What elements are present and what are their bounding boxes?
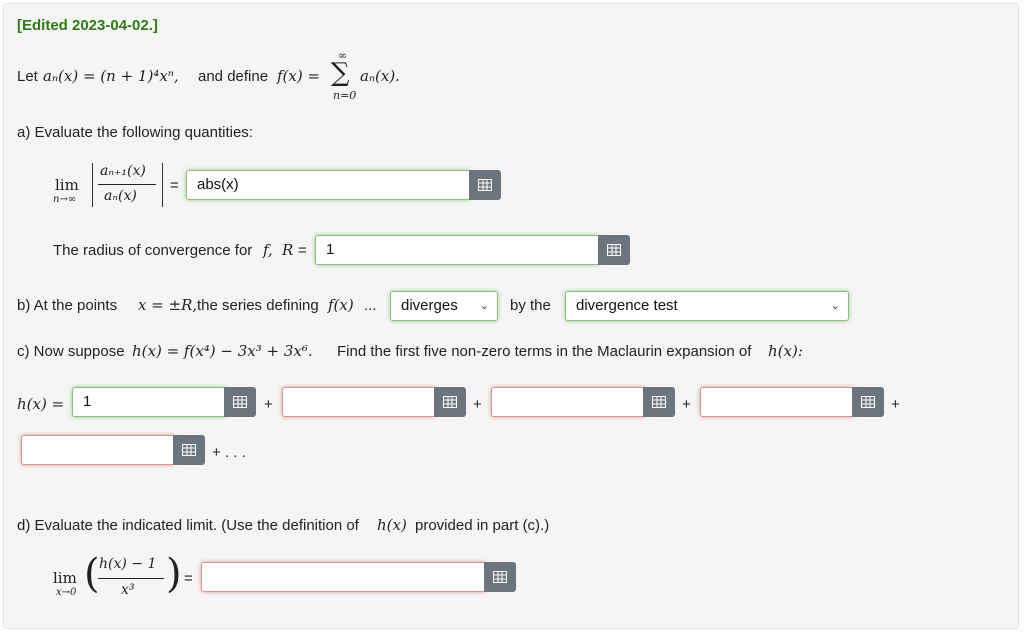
grid-icon bbox=[443, 396, 457, 408]
equals-a: = bbox=[170, 177, 179, 194]
behavior-select-value: diverges bbox=[401, 297, 458, 314]
math-entry-button[interactable] bbox=[469, 170, 501, 200]
intro-and-define: and define bbox=[198, 68, 269, 85]
part-c-suffix: Find the first five non-zero terms in th… bbox=[337, 343, 752, 360]
math-entry-button[interactable] bbox=[173, 435, 205, 465]
math-entry-button[interactable] bbox=[484, 562, 516, 592]
part-d-prefix: d) Evaluate the indicated limit. (Use th… bbox=[17, 517, 359, 534]
chevron-down-icon: ⌄ bbox=[479, 300, 489, 312]
test-select-value: divergence test bbox=[576, 297, 678, 314]
radius-R: R bbox=[282, 241, 294, 259]
part-b-middle: the series defining bbox=[197, 297, 319, 314]
limit-answer-input[interactable] bbox=[201, 562, 485, 592]
test-select[interactable]: divergence test ⌄ bbox=[565, 291, 849, 321]
an-definition: aₙ(x) = (n + 1)⁴xⁿ, bbox=[43, 67, 179, 85]
edited-note: [Edited 2023-04-02.] bbox=[17, 17, 158, 34]
abs-bar-left bbox=[92, 163, 93, 207]
term-1-input[interactable]: 1 bbox=[72, 387, 225, 417]
ratio-answer-input[interactable]: abs(x) bbox=[186, 170, 470, 200]
lim-subscript-a: n→∞ bbox=[53, 194, 77, 205]
part-b-points: x = ±R, bbox=[138, 296, 198, 314]
term-3-input[interactable] bbox=[491, 387, 644, 417]
intro-prefix: Let bbox=[17, 68, 38, 85]
term-4-input[interactable] bbox=[700, 387, 853, 417]
equals-d: = bbox=[184, 570, 193, 587]
part-a-heading: a) Evaluate the following quantities: bbox=[17, 124, 253, 141]
math-entry-button[interactable] bbox=[598, 235, 630, 265]
sum-upper-limit: ∞ bbox=[338, 49, 348, 62]
behavior-select[interactable]: diverges ⌄ bbox=[390, 291, 498, 321]
part-d-hx: h(x) bbox=[377, 516, 407, 534]
grid-icon bbox=[652, 396, 666, 408]
part-b-prefix: b) At the points bbox=[17, 297, 118, 314]
sum-lower-limit: n=0 bbox=[333, 89, 357, 102]
left-paren: ( bbox=[84, 551, 100, 597]
right-paren: ) bbox=[166, 551, 182, 597]
by-the-label: by the bbox=[510, 297, 551, 314]
abs-bar-right bbox=[162, 163, 163, 207]
limit-fraction-line bbox=[98, 578, 164, 579]
plus-sign: + bbox=[891, 396, 900, 413]
f-definition: f(x) = bbox=[277, 67, 321, 85]
radius-f: f, bbox=[263, 241, 273, 259]
term-5-input[interactable] bbox=[21, 435, 174, 465]
ratio-numerator: aₙ₊₁(x) bbox=[100, 163, 146, 179]
ratio-fraction-line bbox=[98, 184, 156, 185]
h-label: h(x) = bbox=[17, 395, 65, 413]
lim-subscript-d: x→0 bbox=[56, 587, 77, 598]
grid-icon bbox=[182, 444, 196, 456]
grid-icon bbox=[493, 571, 507, 583]
math-entry-button[interactable] bbox=[224, 387, 256, 417]
sum-body: aₙ(x). bbox=[360, 67, 400, 85]
ratio-denominator: aₙ(x) bbox=[104, 188, 137, 204]
series-tail: + . . . bbox=[212, 444, 246, 461]
lim-word-d: lim bbox=[53, 569, 77, 587]
sum-symbol: ∑ bbox=[331, 58, 350, 88]
grid-icon bbox=[233, 396, 247, 408]
part-b-ellipsis: ... bbox=[364, 297, 377, 314]
part-d-suffix: provided in part (c).) bbox=[415, 517, 550, 534]
plus-sign: + bbox=[264, 396, 273, 413]
grid-icon bbox=[478, 179, 492, 191]
part-c-hx: h(x): bbox=[768, 342, 803, 360]
radius-answer-input[interactable]: 1 bbox=[315, 235, 599, 265]
math-entry-button[interactable] bbox=[852, 387, 884, 417]
math-entry-button[interactable] bbox=[643, 387, 675, 417]
limit-denominator: x³ bbox=[121, 582, 135, 598]
radius-label: The radius of convergence for bbox=[53, 242, 253, 259]
lim-word-a: lim bbox=[55, 176, 79, 194]
part-c-prefix: c) Now suppose bbox=[17, 343, 125, 360]
question-panel bbox=[3, 3, 1019, 629]
radius-equals: = bbox=[298, 242, 307, 259]
grid-icon bbox=[607, 244, 621, 256]
chevron-down-icon: ⌄ bbox=[830, 300, 840, 312]
plus-sign: + bbox=[682, 396, 691, 413]
limit-numerator: h(x) − 1 bbox=[99, 556, 157, 572]
h-definition: h(x) = f(x⁴) − 3x³ + 3x⁶. bbox=[132, 342, 313, 360]
part-b-fx: f(x) bbox=[328, 296, 354, 314]
term-2-input[interactable] bbox=[282, 387, 435, 417]
math-entry-button[interactable] bbox=[434, 387, 466, 417]
grid-icon bbox=[861, 396, 875, 408]
plus-sign: + bbox=[473, 396, 482, 413]
